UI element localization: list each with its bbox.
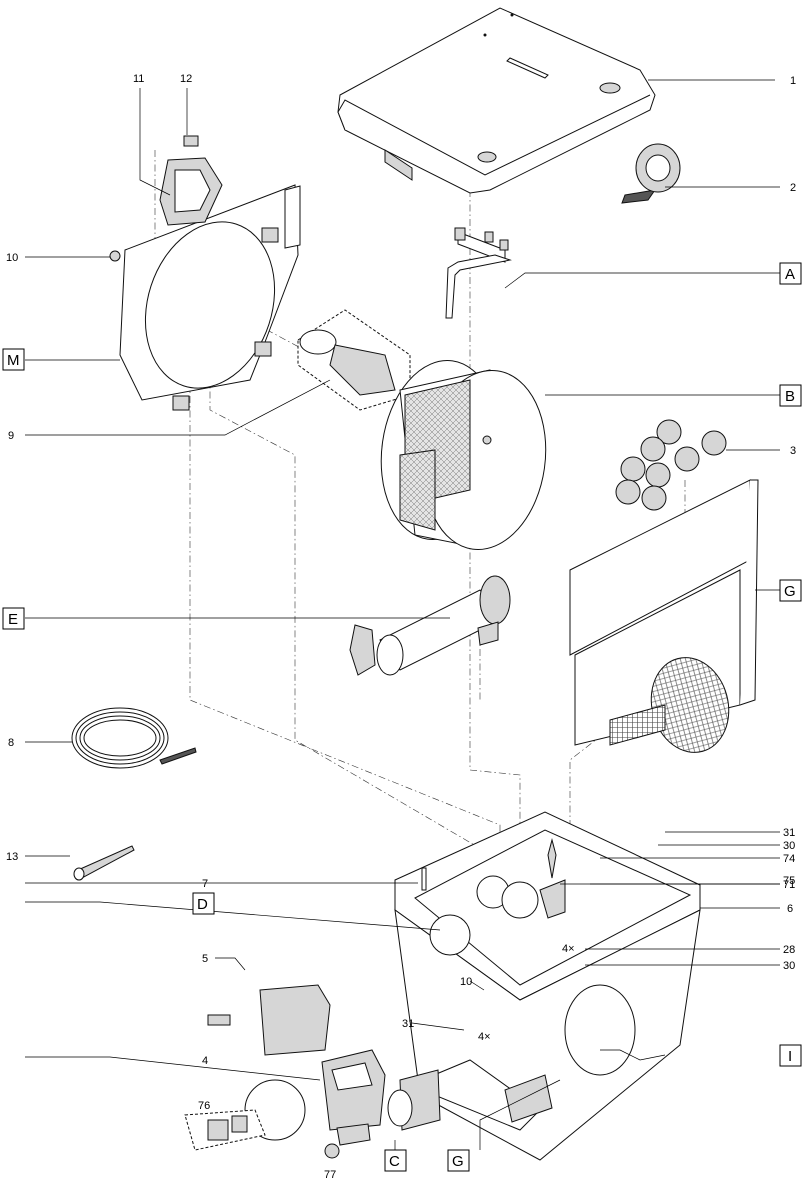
callout-75: 75	[783, 875, 795, 887]
quantity-28: 4×	[562, 943, 575, 955]
hose	[71, 707, 197, 769]
callout-2: 2	[790, 182, 796, 194]
bracket	[184, 1109, 266, 1151]
callout-5: 5	[202, 953, 208, 965]
label-e: E	[8, 611, 18, 628]
outlet-c	[387, 1069, 441, 1131]
tape-roll	[621, 143, 681, 204]
filter-insert-g	[569, 479, 759, 753]
housing	[394, 811, 701, 1161]
clip	[421, 867, 427, 891]
boxed-labels: M A B E G D I C G	[2, 262, 802, 1172]
lid	[337, 7, 656, 194]
callout-31-bottom: 31	[402, 1018, 414, 1030]
callout-9: 9	[8, 430, 14, 442]
sleeve	[297, 309, 411, 411]
label-a: A	[785, 266, 795, 283]
uv-lamp-e	[349, 575, 511, 676]
callout-74: 74	[783, 853, 795, 865]
callout-30-bottom: 30	[783, 960, 795, 972]
cover	[207, 984, 331, 1056]
callout-7: 7	[202, 878, 208, 890]
callout-30-top: 30	[783, 840, 795, 852]
label-i: I	[788, 1048, 792, 1065]
label-m: M	[7, 352, 20, 369]
callout-10-top: 10	[6, 252, 18, 264]
callout-8: 8	[8, 737, 14, 749]
callout-numbers: 1 2 3 4 5 6 7 8 9 10 10 11 12 13 28 30 3…	[6, 73, 796, 1181]
label-g-insert: G	[784, 583, 796, 600]
label-d: D	[197, 896, 208, 913]
callout-11: 11	[133, 73, 144, 85]
callout-28: 28	[783, 944, 795, 956]
frame-plate-m	[109, 184, 301, 411]
quantity-31: 4×	[478, 1031, 491, 1043]
callout-13: 13	[6, 851, 18, 863]
callout-76: 76	[198, 1100, 210, 1112]
leader-lines	[25, 79, 780, 1150]
ground-stake	[73, 845, 135, 881]
label-c: C	[389, 1153, 400, 1170]
label-g-housing: G	[452, 1153, 464, 1170]
callout-3: 3	[790, 445, 796, 457]
callout-31-top: 31	[783, 827, 795, 839]
callout-4: 4	[202, 1055, 208, 1067]
drum-filter-b	[380, 360, 547, 551]
callout-71: 71	[783, 879, 795, 891]
filter-media	[615, 419, 727, 511]
pipe-a	[445, 227, 512, 319]
control-unit	[244, 1049, 386, 1159]
pump-head	[159, 135, 223, 226]
callout-1: 1	[790, 75, 796, 87]
callout-77: 77	[324, 1169, 336, 1181]
label-b: B	[785, 388, 795, 405]
callout-12: 12	[180, 73, 192, 85]
callout-6: 6	[787, 903, 793, 915]
callout-10-bottom: 10	[460, 976, 472, 988]
